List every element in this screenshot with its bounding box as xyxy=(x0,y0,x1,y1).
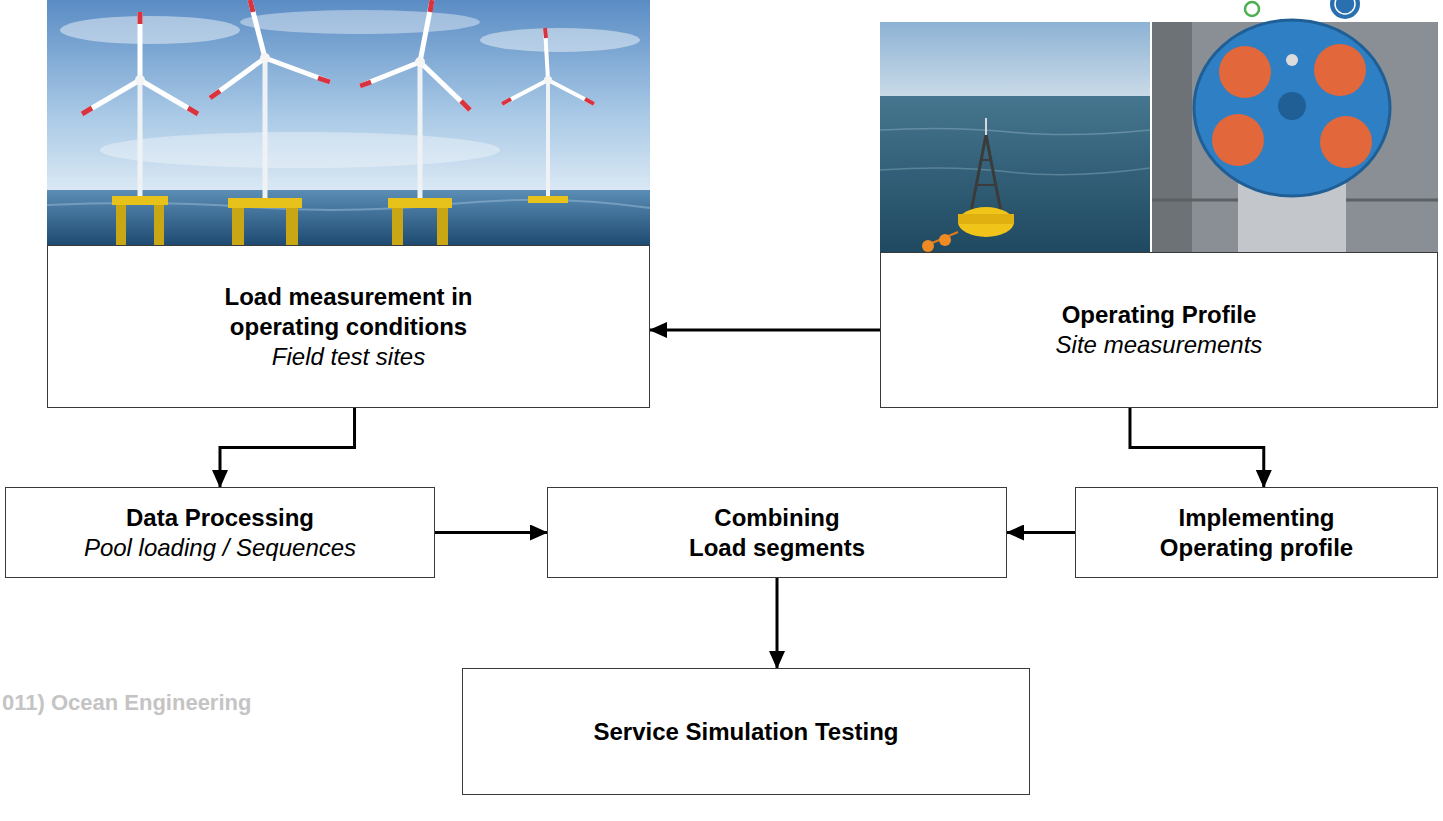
process-box: Implementing Operating profile xyxy=(1075,487,1438,578)
flow-arrow xyxy=(220,408,355,487)
box-subtitle: Site measurements xyxy=(1056,330,1263,360)
box-heading: Implementing Operating profile xyxy=(1157,503,1357,563)
watermark-text: 011) Ocean Engineering xyxy=(2,690,251,716)
process-box: Operating ProfileSite measurements xyxy=(880,252,1438,408)
process-box: Combining Load segments xyxy=(547,487,1007,578)
wind-turbine-photo xyxy=(47,0,650,245)
flow-arrow xyxy=(776,578,779,668)
result-box: Service Simulation Testing xyxy=(462,668,1030,795)
flow-arrow xyxy=(435,531,547,534)
flow-arrow xyxy=(650,329,880,332)
box-subtitle: Pool loading / Sequences xyxy=(84,533,356,563)
logo-marks xyxy=(1245,0,1360,19)
box-heading: Data Processing xyxy=(126,503,314,533)
flow-arrow xyxy=(1130,408,1264,487)
sensor-photo xyxy=(1152,20,1438,252)
box-heading: Load measurement in operating conditions xyxy=(199,282,499,342)
buoy-photo xyxy=(880,22,1150,252)
box-heading: Combining Load segments xyxy=(686,503,868,563)
box-heading: Operating Profile xyxy=(1062,300,1257,330)
process-box: Load measurement in operating conditions… xyxy=(47,245,650,408)
process-box: Data ProcessingPool loading / Sequences xyxy=(5,487,435,578)
box-heading: Service Simulation Testing xyxy=(594,717,899,747)
box-subtitle: Field test sites xyxy=(272,342,425,372)
flow-arrow xyxy=(1007,531,1075,534)
